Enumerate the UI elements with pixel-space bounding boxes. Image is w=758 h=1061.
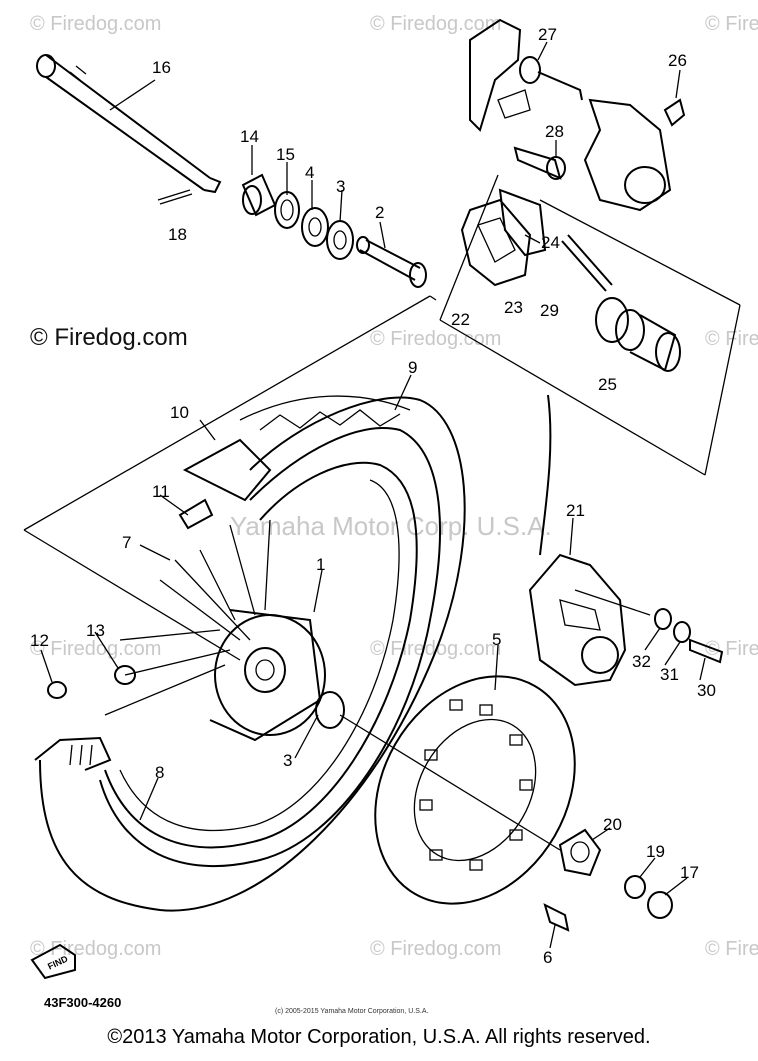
callout-16: 16 — [152, 58, 171, 77]
caliper-box — [439, 174, 741, 476]
bleed-screw-part — [663, 98, 686, 127]
callout-1: 1 — [316, 555, 325, 574]
watermark-bottom-left: © Firedog.com — [30, 938, 161, 960]
piston-seal-part — [595, 297, 681, 372]
watermark-lowmid-right: © Firedog.com — [705, 638, 758, 660]
caliper-part — [528, 553, 627, 687]
callout-17: 17 — [680, 863, 699, 882]
small-copyright: (c) 2005-2015 Yamaha Motor Corporation, … — [275, 1008, 429, 1015]
meter-gear-part — [558, 828, 602, 877]
explosion-box — [23, 295, 437, 661]
tire-section-detail — [34, 736, 112, 771]
brake-pad-part — [460, 198, 532, 287]
brake-disc-part — [374, 675, 576, 905]
watermark-mid-left: © Firedog.com — [30, 324, 188, 351]
callout-24: 24 — [541, 233, 560, 252]
callout-25: 25 — [598, 375, 617, 394]
watermark-lowmid-left: © Firedog.com — [30, 638, 161, 660]
tire-part — [39, 395, 466, 912]
callout-5: 5 — [492, 630, 501, 649]
spoke-nipple-part — [114, 665, 136, 685]
bolt-30-part — [689, 638, 724, 664]
watermark-bottom-center: © Firedog.com — [370, 938, 501, 960]
callout-12: 12 — [30, 631, 49, 650]
callout-9: 9 — [408, 358, 417, 377]
rim-band-part — [182, 438, 272, 502]
spokes-part — [104, 519, 271, 716]
watermark-top-right: © Firedog.com — [705, 13, 758, 35]
valve-part — [178, 498, 214, 530]
washer-19-part — [624, 875, 646, 899]
bearing-part — [301, 207, 329, 247]
part-code: 43F300-4260 — [44, 995, 122, 1010]
callout-22: 22 — [451, 310, 470, 329]
callout-19: 19 — [646, 842, 665, 861]
caliper-bolt-line — [574, 589, 651, 616]
callout-2: 2 — [375, 203, 384, 222]
watermark-mid-center: © Firedog.com — [370, 328, 501, 350]
callout-10: 10 — [170, 403, 189, 422]
callout-23: 23 — [504, 298, 523, 317]
callout-4: 4 — [305, 163, 314, 182]
callout-27: 27 — [538, 25, 557, 44]
callout-21: 21 — [566, 501, 585, 520]
bolt-27-part — [519, 56, 583, 101]
callout-18: 18 — [168, 225, 187, 244]
inner-bearing-part — [315, 691, 345, 729]
cotter-pin-part — [157, 189, 193, 205]
nipple-part — [47, 681, 67, 699]
leader-lines — [40, 41, 706, 949]
watermark-mid-right: © Firedog.com — [705, 328, 758, 350]
callout-3b: 3 — [283, 751, 292, 770]
callout-14: 14 — [240, 127, 259, 146]
bearing-part-2 — [326, 220, 354, 260]
callout-6: 6 — [543, 948, 552, 967]
callout-13: 13 — [86, 621, 105, 640]
callout-7: 7 — [122, 533, 131, 552]
hub-axis-line — [339, 714, 561, 851]
hub-part — [209, 609, 326, 742]
callout-26: 26 — [668, 51, 687, 70]
washer-31-part — [673, 621, 691, 643]
watermark-top-center: © Firedog.com — [370, 13, 501, 35]
pin-29-part — [561, 234, 613, 292]
callout-29: 29 — [540, 301, 559, 320]
callout-8: 8 — [155, 763, 164, 782]
watermark-center: Yamaha Motor Corp. U.S.A. — [230, 511, 552, 541]
watermark-top-left: © Firedog.com — [30, 13, 161, 35]
pad-support-part — [498, 188, 547, 257]
callout-30: 30 — [697, 681, 716, 700]
disc-bolt-part — [543, 903, 570, 932]
callout-15: 15 — [276, 145, 295, 164]
callout-20: 20 — [603, 815, 622, 834]
nut-17-part — [647, 891, 673, 919]
spacer-part — [356, 236, 427, 288]
copyright-notice: ©2013 Yamaha Motor Corporation, U.S.A. A… — [107, 1026, 651, 1048]
pin-28-part — [513, 146, 566, 180]
caliper-arrow — [539, 394, 552, 556]
washer-32-part — [654, 608, 672, 630]
callout-11: 11 — [152, 482, 170, 501]
callout-28: 28 — [545, 122, 564, 141]
callout-32: 32 — [632, 652, 651, 671]
callout-3a: 3 — [336, 177, 345, 196]
caliper-bracket-part — [469, 18, 672, 212]
axle-part — [36, 54, 222, 194]
oil-seal-part — [274, 191, 300, 229]
axle-collar-part — [241, 173, 277, 217]
rim-part — [104, 461, 418, 849]
watermark-bottom-right: © Firedog.com — [705, 938, 758, 960]
callout-31: 31 — [660, 665, 679, 684]
